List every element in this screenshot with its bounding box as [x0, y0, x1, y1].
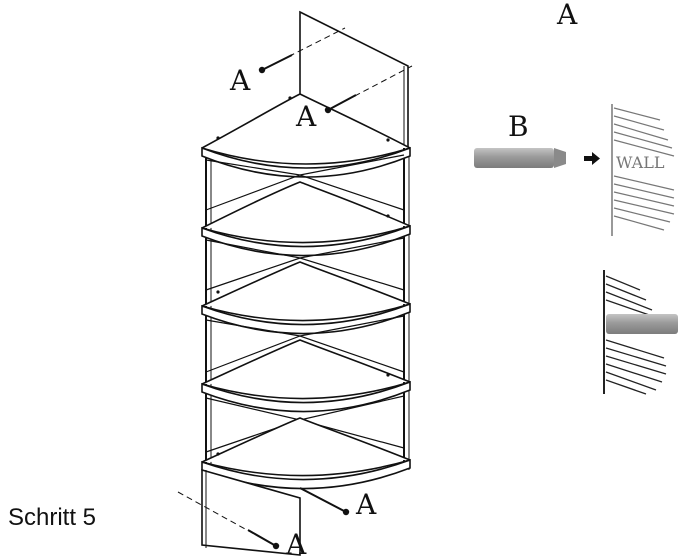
shelf-2: [201, 181, 411, 257]
label-a-top-left: A: [229, 64, 251, 97]
label-a-bottom-right: A: [355, 488, 377, 521]
arrow-right-icon: [584, 152, 600, 165]
label-b: B: [508, 110, 529, 143]
label-a-top-right: A: [295, 100, 317, 133]
back-panel-bottom: [201, 468, 301, 556]
shelf-5: [201, 417, 411, 490]
screw-bottom-left: [177, 491, 280, 550]
shelf-4: [201, 339, 411, 413]
inserted-dowel: [606, 314, 678, 334]
step-label: Schritt 5: [8, 504, 97, 531]
wall-label: WALL: [616, 153, 665, 172]
corner-shelf: [201, 10, 411, 556]
label-a-corner: A: [556, 0, 578, 31]
screw-bottom-right: [299, 487, 350, 516]
wall-panel: [611, 104, 675, 236]
wall-with-dowel: [603, 270, 667, 395]
screw-top-left: [258, 27, 346, 74]
shelf-1: [201, 93, 411, 178]
wall-dowel: [474, 148, 566, 168]
shelf-3: [201, 261, 411, 335]
label-a-bottom-left: A: [285, 528, 307, 556]
screw-top-right: [324, 65, 413, 114]
